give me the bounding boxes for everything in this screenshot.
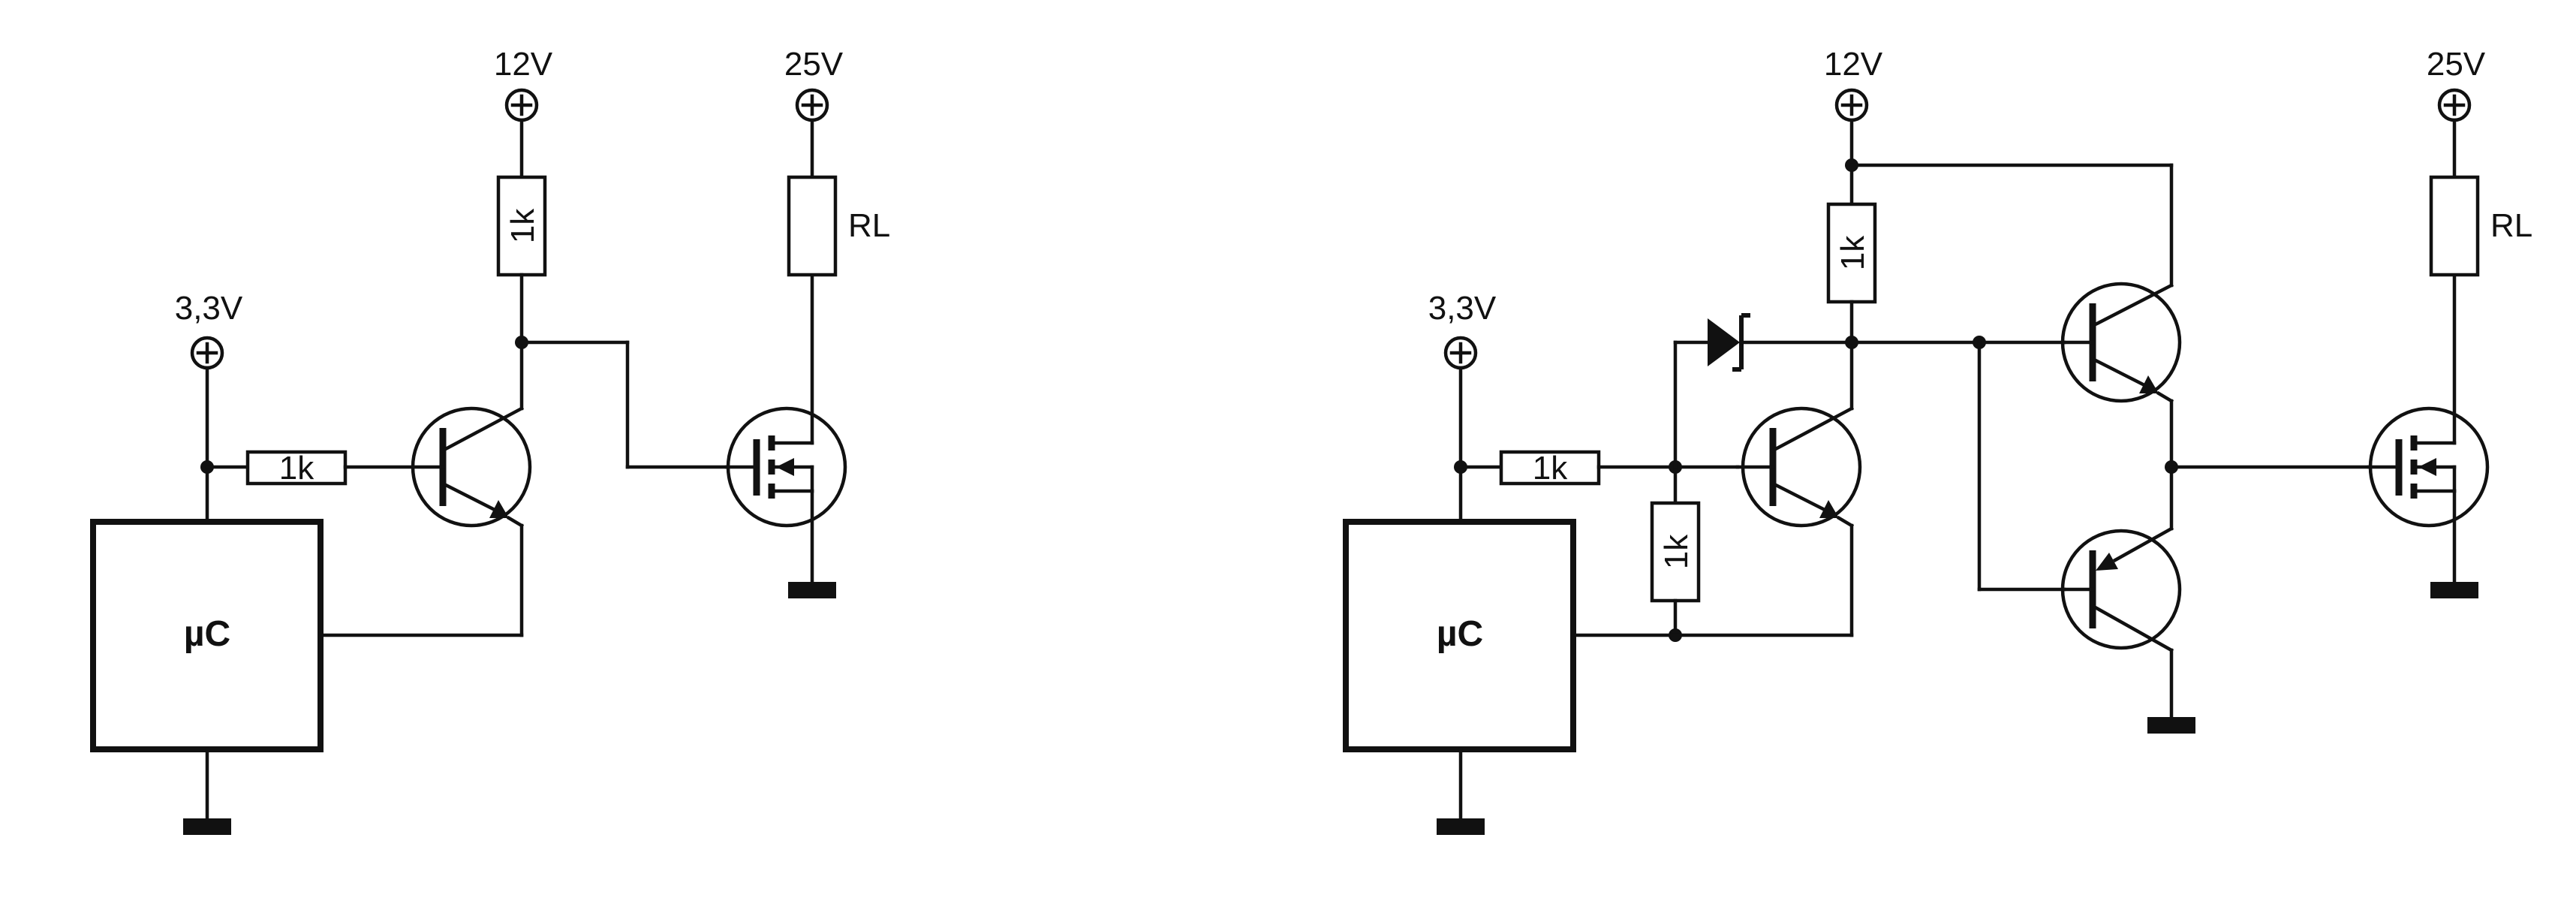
ground-symbol bbox=[788, 582, 836, 598]
microcontroller-label-left: µC bbox=[184, 614, 230, 654]
supply-label-3v3-right: 3,3V bbox=[1428, 290, 1497, 327]
microcontroller-label-right: µC bbox=[1437, 614, 1483, 654]
pulldown-resistor-label-right: 1k bbox=[1658, 534, 1695, 569]
mosfet-right bbox=[2367, 406, 2490, 528]
right-circuit: 3,3V 1k 1k bbox=[1343, 46, 2532, 835]
ground-symbol bbox=[1437, 818, 1485, 835]
mosfet-left bbox=[724, 406, 847, 528]
ground-symbol bbox=[2147, 717, 2195, 734]
supply-terminal-25v-left bbox=[797, 90, 827, 120]
microcontroller-right bbox=[1343, 519, 1576, 752]
pnp-transistor-pushpull bbox=[2060, 526, 2182, 653]
load-resistor-label-right: RL bbox=[2490, 207, 2532, 244]
collector-resistor-right bbox=[1826, 202, 1877, 304]
load-resistor-label-left: RL bbox=[848, 207, 890, 244]
ground-symbol bbox=[183, 818, 231, 835]
load-resistor-right bbox=[2429, 175, 2480, 277]
npn-transistor-right bbox=[1735, 405, 1862, 529]
base-resistor-label-left: 1k bbox=[279, 450, 314, 487]
pulldown-resistor-right bbox=[1650, 501, 1701, 603]
supply-label-25v-left: 25V bbox=[784, 46, 844, 83]
supply-label-12v-left: 12V bbox=[494, 46, 553, 83]
left-circuit: 3,3V 1k 12V 1k bbox=[90, 46, 890, 835]
supply-label-25v-right: 25V bbox=[2427, 46, 2486, 83]
supply-terminal-3v3-left bbox=[192, 338, 222, 368]
base-resistor-right bbox=[1499, 450, 1601, 486]
collector-resistor-label-right: 1k bbox=[1834, 235, 1871, 270]
collector-resistor-label-left: 1k bbox=[504, 208, 541, 243]
npn-transistor-left bbox=[411, 405, 532, 529]
ground-symbol bbox=[2430, 582, 2478, 598]
npn-transistor-pushpull bbox=[2060, 282, 2182, 404]
supply-terminal-12v-left bbox=[507, 90, 537, 120]
base-resistor-label-right: 1k bbox=[1533, 450, 1568, 487]
supply-label-12v-right: 12V bbox=[1824, 46, 1883, 83]
supply-terminal-3v3-right bbox=[1446, 338, 1476, 368]
base-resistor-left bbox=[245, 450, 348, 486]
supply-label-3v3-left: 3,3V bbox=[175, 290, 243, 327]
supply-terminal-12v-right bbox=[1837, 90, 1867, 120]
supply-terminal-25v-right bbox=[2439, 90, 2469, 120]
load-resistor-left bbox=[787, 175, 838, 277]
